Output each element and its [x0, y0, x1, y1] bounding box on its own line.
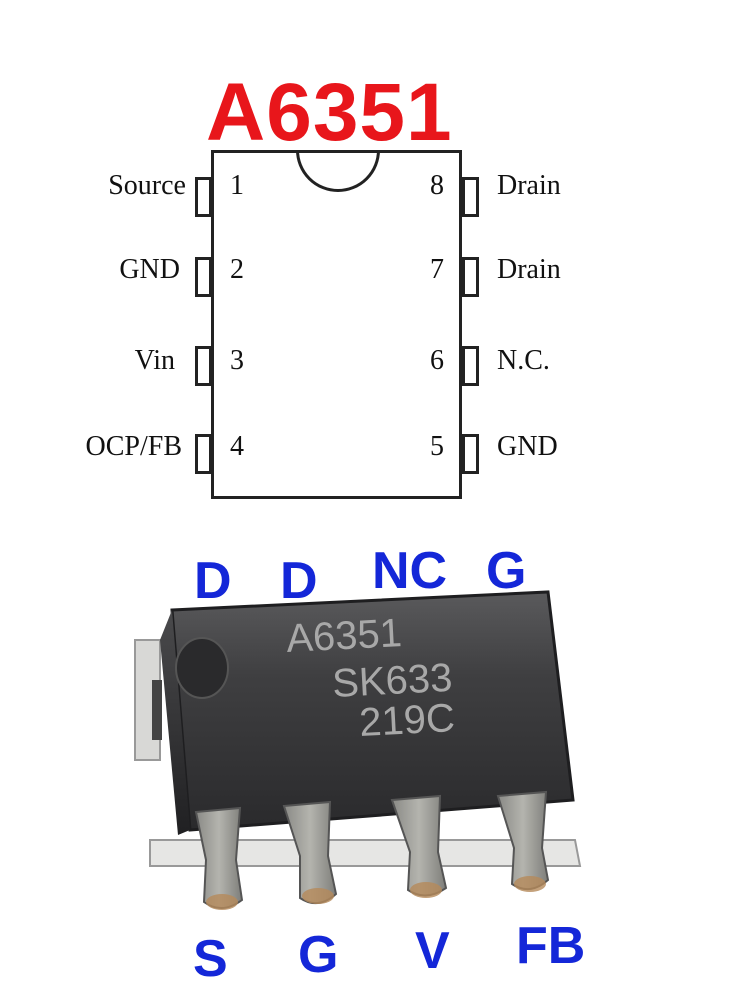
pin-number-7: 7 — [430, 254, 444, 285]
pin-label-gnd-5: GND — [497, 431, 558, 462]
bottom-label-g: G — [298, 926, 339, 984]
pin-label-ocp-fb: OCP/FB — [85, 431, 183, 462]
pin-tab-4 — [195, 434, 212, 474]
ic-package-outline — [211, 150, 462, 499]
lead-g-solder — [302, 888, 334, 904]
pin-tab-6 — [462, 346, 479, 386]
chip-marking-line-2: SK633 — [331, 656, 453, 706]
pin-tab-7 — [462, 257, 479, 297]
pin-label-nc: N.C. — [497, 345, 550, 376]
pin-tab-3 — [195, 346, 212, 386]
pin-number-4: 4 — [230, 431, 244, 462]
pin-label-gnd: GND — [119, 254, 180, 285]
pin-number-2: 2 — [230, 254, 244, 285]
chip-marking-line-1: A6351 — [285, 611, 403, 661]
chip-leads — [194, 790, 550, 910]
pin-tab-5 — [462, 434, 479, 474]
top-label-nc: NC — [372, 542, 448, 600]
bottom-label-v: V — [415, 922, 450, 980]
chip-body-side — [160, 610, 190, 835]
chip-marking-line-3: 219C — [358, 696, 456, 745]
pin-label-vin: Vin — [134, 345, 175, 376]
pin-number-6: 6 — [430, 345, 444, 376]
chip-photo: A6351 SK633 219C — [134, 590, 582, 910]
lead-frame-slot — [152, 680, 162, 740]
bottom-label-fb: FB — [516, 917, 586, 975]
pin-label-drain-8: Drain — [497, 170, 561, 201]
top-label-d-2: D — [280, 552, 318, 610]
pin-number-3: 3 — [230, 345, 244, 376]
pin-number-5: 5 — [430, 431, 444, 462]
lead-s-solder — [206, 894, 238, 910]
pin-number-1: 1 — [230, 170, 244, 201]
top-label-g: G — [486, 542, 527, 600]
pin1-notch — [296, 150, 380, 192]
pin-label-source: Source — [108, 170, 186, 201]
chip-title: A6351 — [206, 67, 453, 158]
pin-tab-2 — [195, 257, 212, 297]
bottom-label-s: S — [193, 930, 228, 988]
pin-tab-8 — [462, 177, 479, 217]
pin-label-drain-7: Drain — [497, 254, 561, 285]
lead-v-solder — [410, 882, 442, 898]
lead-fb-solder — [514, 876, 546, 892]
pin-tab-1 — [195, 177, 212, 217]
pin-number-8: 8 — [430, 170, 444, 201]
pin1-dimple — [175, 637, 229, 699]
top-label-d-1: D — [194, 552, 232, 610]
